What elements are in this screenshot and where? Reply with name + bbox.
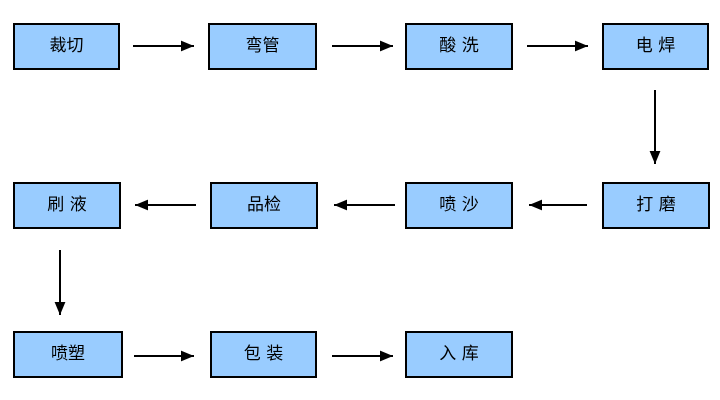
node-baozhuang: 包 装 (210, 331, 317, 378)
node-pensha: 喷 沙 (405, 182, 513, 229)
node-pensu: 喷塑 (13, 331, 123, 378)
node-ruku: 入 库 (405, 331, 513, 378)
node-caiqie: 裁切 (13, 23, 120, 70)
node-wanguan: 弯管 (208, 23, 317, 70)
node-shuaye: 刷 液 (13, 182, 121, 229)
node-pinjian: 品检 (210, 182, 318, 229)
node-dianhan: 电 焊 (602, 23, 709, 70)
node-damo: 打 磨 (602, 182, 710, 229)
node-suanxi: 酸 洗 (405, 23, 513, 70)
